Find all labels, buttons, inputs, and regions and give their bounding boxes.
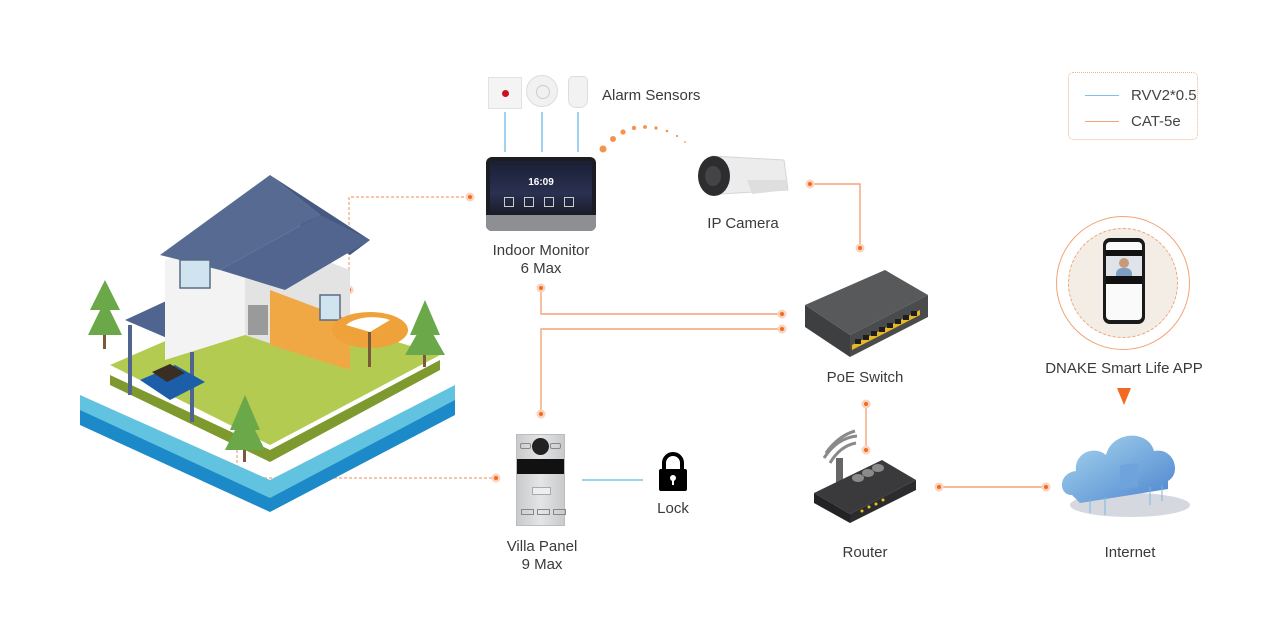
legend-item-rvv: RVV2*0.5: [1085, 87, 1197, 104]
legend-label-cat5e: CAT-5e: [1131, 113, 1181, 130]
monitor-screen-time: 16:09: [528, 177, 554, 188]
internet-cloud-icon: [1061, 435, 1190, 517]
app-label: DNAKE Smart Life APP: [1045, 360, 1203, 377]
villa-panel-label: Villa Panel 9 Max: [492, 538, 592, 574]
house-illustration: [80, 175, 455, 512]
internet-label: Internet: [1104, 544, 1156, 561]
cat5e-wires: [540, 183, 1046, 488]
villa-panel-device: [516, 434, 566, 526]
lock-icon: [659, 452, 687, 491]
wireless-dots: [599, 125, 686, 153]
legend-label-rvv: RVV2*0.5: [1131, 87, 1197, 104]
poe-switch-device: [805, 270, 928, 357]
indoor-monitor-device: 16:09: [486, 157, 596, 231]
legend-swatch-rvv: [1085, 94, 1119, 97]
panel-switch-wire: [540, 328, 782, 414]
router-label: Router: [842, 544, 888, 561]
villa-panel-label-line2: 9 Max: [521, 556, 563, 573]
legend-item-cat5e: CAT-5e: [1085, 113, 1181, 130]
indoor-monitor-label-line1: Indoor Monitor: [492, 242, 590, 259]
villa-panel-label-line1: Villa Panel: [506, 538, 578, 555]
poe-switch-label: PoE Switch: [826, 369, 904, 386]
emergency-button-sensor: [488, 77, 522, 109]
ip-camera-label: IP Camera: [707, 215, 779, 232]
lock-label: Lock: [657, 500, 689, 517]
indoor-monitor-label: Indoor Monitor 6 Max: [470, 242, 612, 278]
alarm-sensors-label: Alarm Sensors: [602, 87, 701, 104]
smartphone-icon: [1103, 238, 1145, 324]
router-device: [814, 429, 916, 523]
ip-camera-device: [698, 155, 789, 196]
legend-swatch-cat5e: [1085, 120, 1119, 123]
down-arrow-icon: [1117, 388, 1131, 405]
camera-switch-wire: [810, 183, 861, 248]
smoke-detector-sensor: [526, 75, 558, 107]
app-outer-ring: [1056, 216, 1190, 350]
monitor-switch-wire: [540, 288, 782, 315]
wire-legend: RVV2*0.5 CAT-5e: [1068, 72, 1198, 140]
indoor-monitor-label-line2: 6 Max: [520, 260, 562, 277]
motion-sensor: [568, 76, 588, 108]
sensor-wires: [504, 112, 579, 152]
